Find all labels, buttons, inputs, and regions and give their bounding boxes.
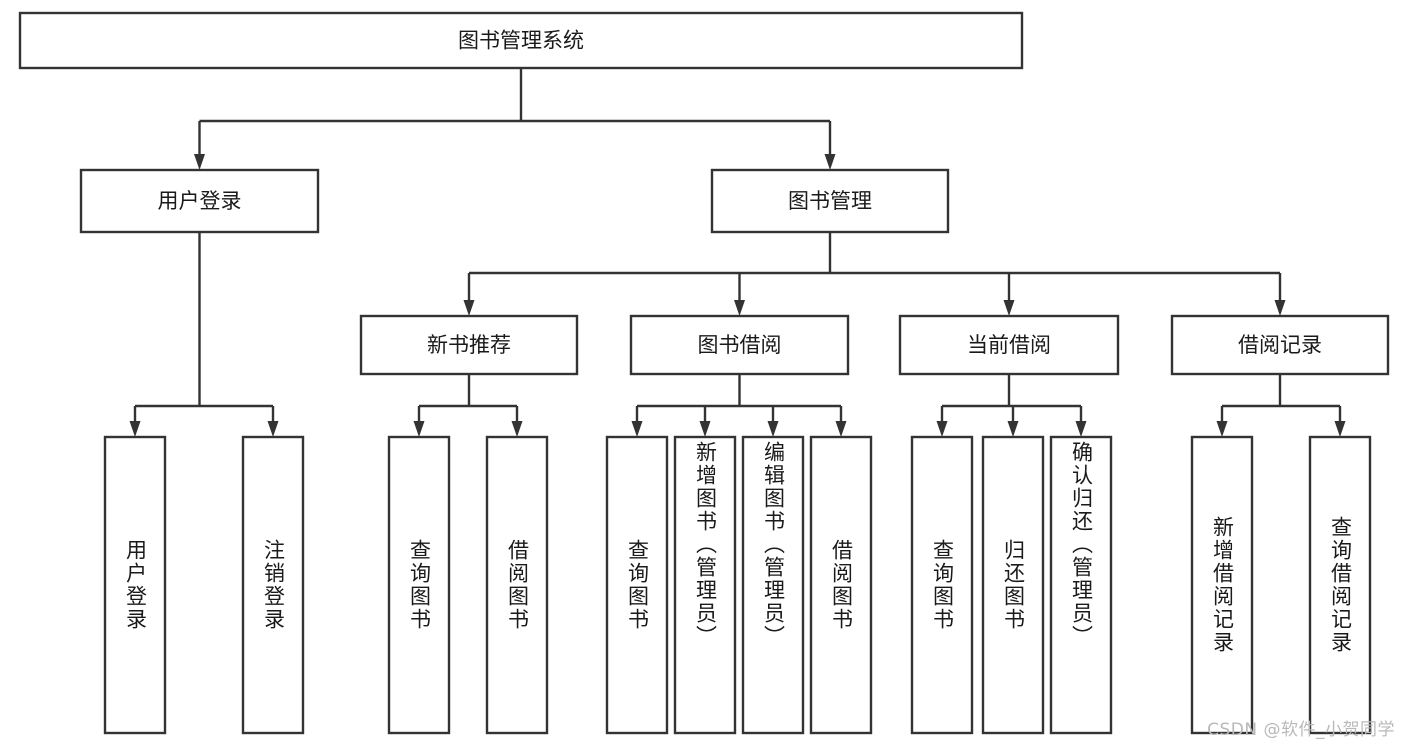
arrow-head-icon (129, 421, 141, 437)
arrow-head-icon (835, 421, 847, 437)
node-box-leaf-query-borrow-record[interactable] (1308, 435, 1372, 735)
node-box-leaf-query-book-cb[interactable] (910, 435, 974, 735)
node-label-current-borrow: 当前借阅 (967, 333, 1051, 357)
arrow-head-icon (936, 421, 948, 437)
node-box-borrow-record[interactable] (1170, 314, 1390, 376)
node-label-user-login: 用户登录 (158, 189, 242, 213)
node-box-leaf-return-book[interactable] (981, 435, 1045, 735)
arrow-head-icon (1274, 300, 1286, 316)
arrow-head-icon (194, 154, 205, 170)
node-box-leaf-logout-login[interactable] (241, 435, 305, 735)
node-box-leaf-user-login[interactable] (103, 435, 167, 735)
node-label-book-manage: 图书管理 (788, 189, 872, 213)
arrow-head-icon (1007, 421, 1019, 437)
arrow-head-icon (824, 154, 836, 170)
node-box-leaf-edit-book-admin[interactable] (741, 435, 805, 735)
arrow-head-icon (1075, 421, 1087, 437)
arrow-head-icon (631, 421, 643, 437)
node-box-leaf-borrow-book-rec[interactable] (485, 435, 549, 735)
node-box-leaf-add-book-admin[interactable] (673, 435, 737, 735)
node-label-borrow-record: 借阅记录 (1238, 333, 1322, 357)
arrow-head-icon (413, 421, 425, 437)
arrow-head-icon (767, 421, 779, 437)
node-box-leaf-query-book-bb[interactable] (605, 435, 669, 735)
node-label-book-borrow: 图书借阅 (698, 333, 782, 357)
node-box-user-login[interactable] (79, 168, 320, 234)
watermark-text: CSDN @软件_小贺同学 (1207, 720, 1395, 740)
arrow-head-icon (1003, 300, 1015, 316)
node-label-new-book-recommend: 新书推荐 (427, 333, 511, 357)
node-box-leaf-query-book-rec[interactable] (387, 435, 451, 735)
arrow-head-icon (463, 300, 475, 316)
node-box-leaf-add-borrow-record[interactable] (1190, 435, 1254, 735)
node-box-book-manage[interactable] (710, 168, 950, 234)
node-box-new-book-recommend[interactable] (359, 314, 579, 376)
arrow-head-icon (699, 421, 711, 437)
node-box-current-borrow[interactable] (898, 314, 1120, 376)
node-box-root[interactable] (18, 11, 1024, 70)
arrow-head-icon (734, 300, 745, 316)
arrow-head-icon (267, 421, 279, 437)
node-box-book-borrow[interactable] (629, 314, 850, 376)
arrow-head-icon (511, 421, 523, 437)
connectors-layer (129, 68, 1346, 437)
arrow-head-icon (1334, 421, 1346, 437)
arrow-head-icon (1216, 421, 1228, 437)
node-box-leaf-borrow-book-bb[interactable] (809, 435, 873, 735)
node-box-leaf-confirm-return-admin[interactable] (1049, 435, 1113, 735)
node-label-root: 图书管理系统 (458, 29, 584, 53)
